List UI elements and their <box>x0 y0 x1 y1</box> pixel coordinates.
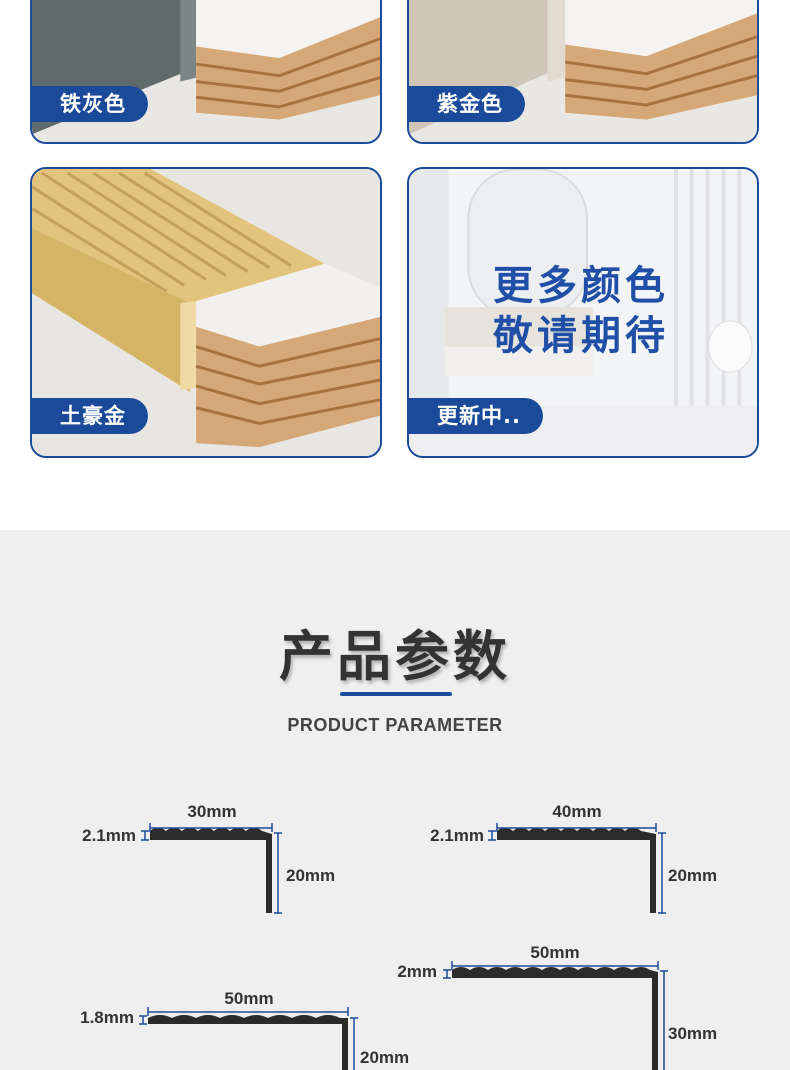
profile-4-width: 50mm <box>530 943 579 962</box>
profile-3-width: 50mm <box>224 989 273 1008</box>
profile-1-thickness: 2.1mm <box>82 826 136 845</box>
color-label: 紫金色 <box>409 86 525 122</box>
more-colors-headline: 更多颜色 敬请期待 <box>493 261 669 361</box>
color-options-section: 铁灰色 紫金色 <box>0 0 790 530</box>
profile-2-width: 40mm <box>552 802 601 821</box>
product-parameter-section: 产品参数 PRODUCT PARAMETER 30mm 2.1mm 20mm <box>0 530 790 1070</box>
color-card-luxury-gold[interactable]: 土豪金 <box>30 167 382 458</box>
headline-line-1: 更多颜色 <box>493 263 669 309</box>
parameter-title: 产品参数 <box>279 625 511 688</box>
color-label: 铁灰色 <box>32 86 148 122</box>
profile-diagram-2: 40mm 2.1mm 20mm <box>430 802 717 914</box>
color-card-iron-gray[interactable]: 铁灰色 <box>30 0 382 144</box>
profile-diagram-3: 50mm 1.8mm 20mm <box>80 989 409 1070</box>
color-label: 土豪金 <box>32 398 148 434</box>
profile-diagram-4: 50mm 2mm 30mm <box>397 943 717 1070</box>
profile-3-thickness: 1.8mm <box>80 1008 134 1027</box>
profile-2-height: 20mm <box>668 866 717 885</box>
profile-2-thickness: 2.1mm <box>430 826 484 845</box>
profile-1-height: 20mm <box>286 866 335 885</box>
profile-dimension-diagrams: 30mm 2.1mm 20mm 40mm 2.1mm 20mm <box>80 802 717 1070</box>
profile-diagram-1: 30mm 2.1mm 20mm <box>82 802 335 914</box>
profile-3-height: 20mm <box>360 1048 409 1067</box>
color-card-purple-gold[interactable]: 紫金色 <box>407 0 759 144</box>
profile-1-width: 30mm <box>187 802 236 821</box>
headline-line-2: 敬请期待 <box>493 313 669 359</box>
profile-4-thickness: 2mm <box>397 962 437 981</box>
color-card-coming-soon[interactable]: 更多颜色 敬请期待 更新中.. <box>407 167 759 458</box>
color-label: 更新中.. <box>409 398 543 434</box>
parameter-subtitle: PRODUCT PARAMETER <box>287 715 503 735</box>
profile-4-height: 30mm <box>668 1024 717 1043</box>
title-underline <box>340 692 452 696</box>
